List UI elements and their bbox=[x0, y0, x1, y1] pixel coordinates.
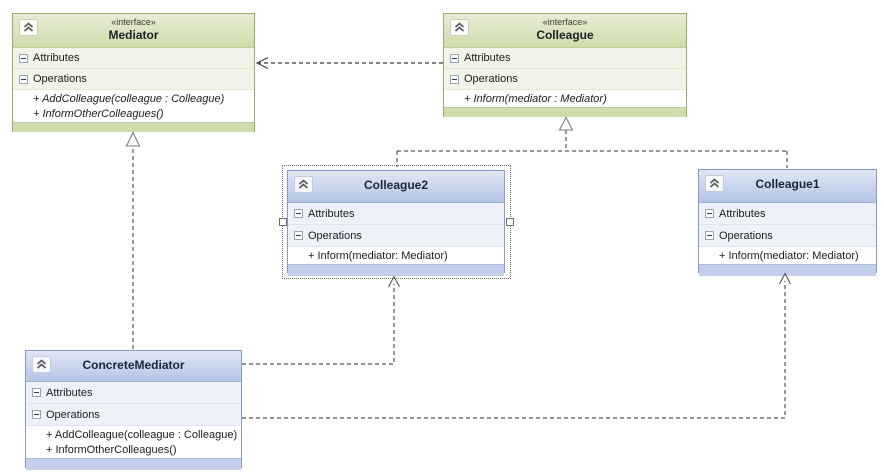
operations-list: + AddColleague(colleague : Colleague) + … bbox=[26, 426, 241, 458]
operations-row[interactable]: Operations bbox=[26, 404, 241, 426]
operations-list: + AddColleague(colleague : Colleague) + … bbox=[13, 90, 254, 122]
operations-row[interactable]: Operations bbox=[13, 69, 254, 90]
collapse-minus-icon[interactable] bbox=[19, 53, 28, 63]
class-colleague2[interactable]: Colleague2 Attributes Operations + Infor… bbox=[287, 170, 505, 276]
attributes-label: Attributes bbox=[464, 52, 511, 64]
collapse-chevron-icon[interactable] bbox=[705, 175, 724, 192]
operations-list: + Inform(mediator: Mediator) bbox=[699, 247, 876, 264]
operation-item[interactable]: + AddColleague(colleague : Colleague) bbox=[46, 429, 238, 441]
class-title: Colleague2 bbox=[363, 178, 429, 192]
operation-item[interactable]: + InformOtherColleagues() bbox=[46, 444, 177, 456]
class-colleague[interactable]: «interface» Colleague Attributes Operati… bbox=[443, 13, 687, 117]
operations-label: Operations bbox=[33, 73, 87, 85]
double-chevron-up-icon bbox=[36, 359, 47, 369]
class-concretemediator-header: ConcreteMediator bbox=[26, 351, 241, 382]
operations-row[interactable]: Operations bbox=[288, 225, 504, 247]
operation-item[interactable]: + InformOtherColleagues() bbox=[33, 108, 164, 120]
class-colleague1-header: Colleague1 bbox=[699, 170, 876, 203]
resize-handle-right[interactable] bbox=[506, 218, 514, 226]
collapse-minus-icon[interactable] bbox=[450, 53, 459, 63]
double-chevron-up-icon bbox=[298, 179, 309, 189]
class-footer bbox=[26, 458, 241, 470]
dependency-colleague-to-mediator[interactable] bbox=[255, 57, 443, 69]
collapse-minus-icon[interactable] bbox=[705, 231, 714, 240]
class-colleague1[interactable]: Colleague1 Attributes Operations + Infor… bbox=[698, 169, 877, 276]
class-footer bbox=[13, 122, 254, 132]
operation-item[interactable]: + AddColleague(colleague : Colleague) bbox=[33, 93, 225, 105]
dependency-concretemediator-to-colleague1[interactable] bbox=[242, 272, 791, 419]
collapse-minus-icon[interactable] bbox=[294, 231, 303, 240]
class-title: ConcreteMediator bbox=[82, 358, 185, 372]
operation-item[interactable]: + Inform(mediator: Mediator) bbox=[308, 250, 448, 262]
collapse-chevron-icon[interactable] bbox=[19, 19, 38, 36]
class-footer bbox=[699, 264, 876, 276]
attributes-row[interactable]: Attributes bbox=[444, 48, 686, 69]
class-mediator[interactable]: «interface» Mediator Attributes Operatio… bbox=[12, 13, 255, 132]
collapse-minus-icon[interactable] bbox=[19, 74, 28, 84]
stereotype-label: «interface» bbox=[111, 17, 156, 27]
attributes-label: Attributes bbox=[308, 207, 355, 220]
stereotype-label: «interface» bbox=[542, 17, 588, 27]
collapse-minus-icon[interactable] bbox=[32, 388, 41, 397]
collapse-minus-icon[interactable] bbox=[450, 74, 459, 84]
class-title: Colleague1 bbox=[755, 177, 820, 191]
double-chevron-up-icon bbox=[454, 22, 465, 32]
class-title: Colleague bbox=[536, 28, 594, 42]
collapse-minus-icon[interactable] bbox=[294, 209, 303, 218]
class-colleague-header: «interface» Colleague bbox=[444, 14, 686, 48]
operations-label: Operations bbox=[464, 73, 518, 85]
operations-list: + Inform(mediator: Mediator) bbox=[288, 247, 504, 264]
resize-handle-left[interactable] bbox=[279, 218, 287, 226]
double-chevron-up-icon bbox=[23, 22, 34, 32]
realization-colleagues-to-colleague[interactable] bbox=[396, 116, 788, 169]
class-footer bbox=[288, 264, 504, 276]
attributes-row[interactable]: Attributes bbox=[699, 203, 876, 225]
operations-label: Operations bbox=[308, 229, 362, 242]
class-mediator-header: «interface» Mediator bbox=[13, 14, 254, 48]
operations-label: Operations bbox=[719, 229, 773, 242]
class-title: Mediator bbox=[108, 28, 159, 42]
attributes-row[interactable]: Attributes bbox=[13, 48, 254, 69]
attributes-label: Attributes bbox=[33, 52, 80, 64]
operations-row[interactable]: Operations bbox=[699, 225, 876, 247]
dependency-concretemediator-to-colleague2[interactable] bbox=[242, 275, 400, 365]
attributes-label: Attributes bbox=[46, 386, 93, 399]
class-concretemediator[interactable]: ConcreteMediator Attributes Operations +… bbox=[25, 350, 242, 470]
operation-item[interactable]: + Inform(mediator: Mediator) bbox=[719, 250, 859, 262]
class-footer bbox=[444, 107, 686, 117]
collapse-minus-icon[interactable] bbox=[32, 410, 41, 419]
attributes-row[interactable]: Attributes bbox=[288, 203, 504, 225]
class-colleague2-header: Colleague2 bbox=[288, 171, 504, 203]
operations-row[interactable]: Operations bbox=[444, 69, 686, 90]
attributes-row[interactable]: Attributes bbox=[26, 382, 241, 404]
operations-label: Operations bbox=[46, 408, 100, 421]
collapse-chevron-icon[interactable] bbox=[294, 176, 313, 193]
double-chevron-up-icon bbox=[709, 178, 720, 188]
collapse-chevron-icon[interactable] bbox=[450, 19, 469, 36]
operations-list: + Inform(mediator : Mediator) bbox=[444, 90, 686, 107]
operation-item[interactable]: + Inform(mediator : Mediator) bbox=[464, 93, 607, 105]
attributes-label: Attributes bbox=[719, 207, 766, 220]
realization-concretemediator-to-mediator[interactable] bbox=[125, 131, 141, 350]
collapse-chevron-icon[interactable] bbox=[32, 356, 51, 373]
collapse-minus-icon[interactable] bbox=[705, 209, 714, 218]
